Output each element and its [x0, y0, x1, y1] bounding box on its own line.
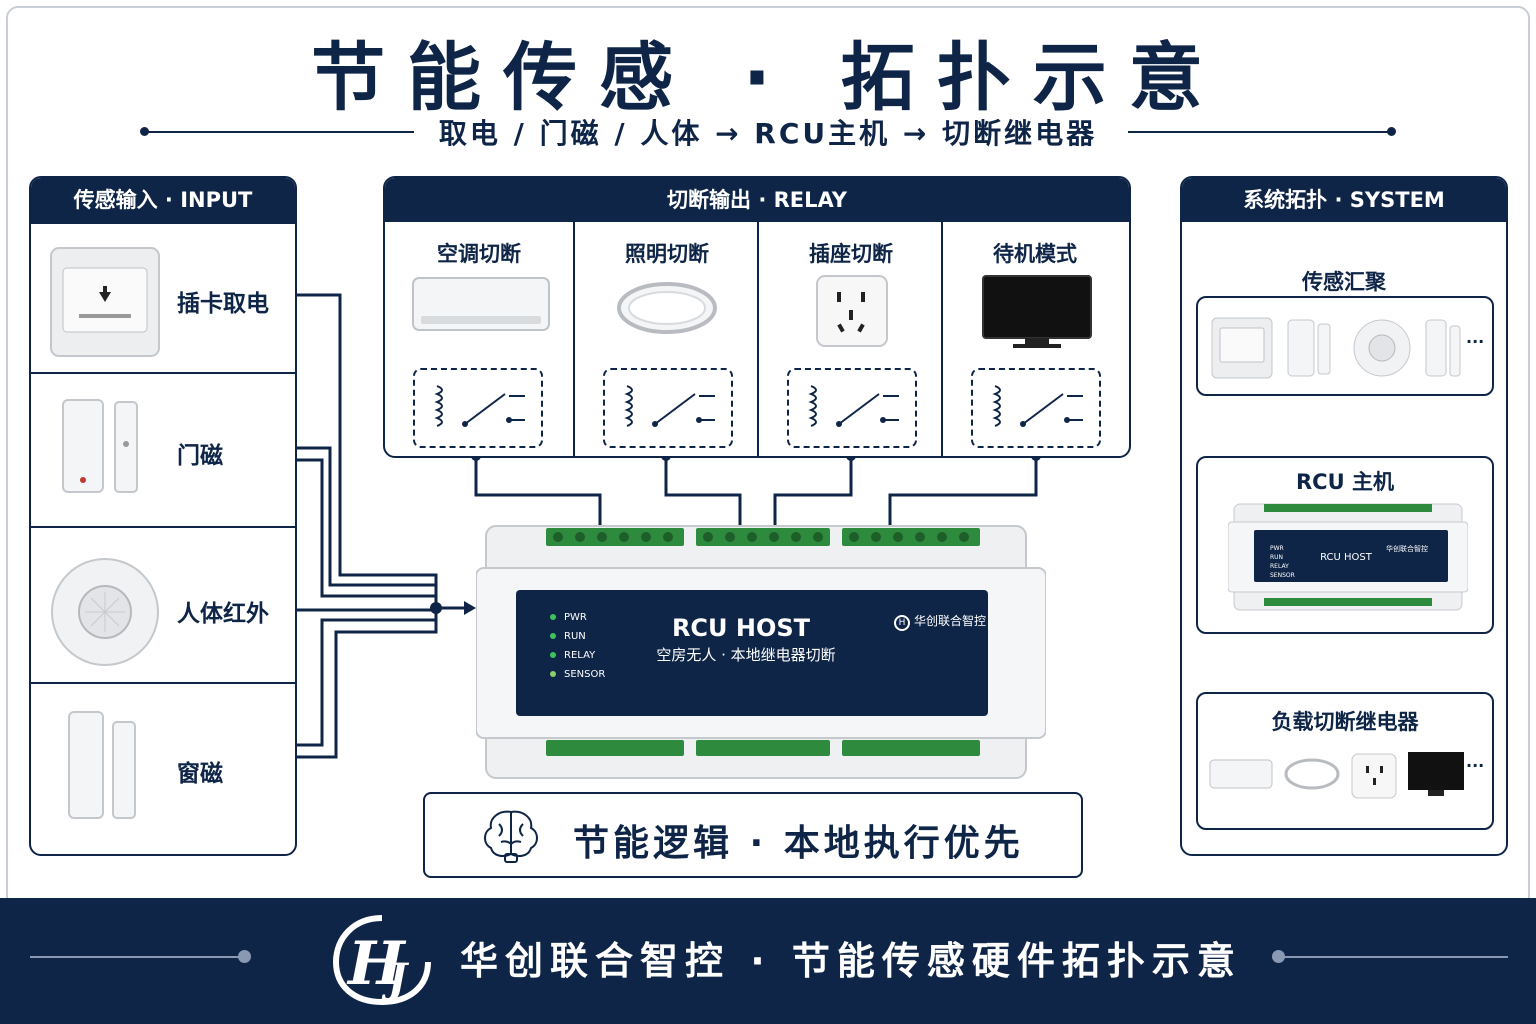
led-run: RUN	[550, 627, 605, 646]
footer-rule-right	[1282, 956, 1508, 958]
ceiling-light-icon	[617, 282, 717, 334]
system-step-label: 负载切断继电器	[1271, 710, 1419, 734]
system-panel-title: 系统拓扑 · SYSTEM	[1182, 178, 1506, 222]
relay-label: 照明切断	[625, 242, 709, 266]
input-item[interactable]: 插卡取电	[31, 222, 295, 372]
subtitle-rule-left	[144, 131, 414, 133]
mini-led-list: PWR RUN RELAY SENSOR	[1270, 545, 1295, 579]
system-step-label: 传感汇聚	[1302, 270, 1386, 294]
brain-icon	[484, 810, 538, 863]
host-title: RCU HOST	[671, 614, 811, 642]
hj-logo-icon: H J	[332, 915, 431, 1006]
footer-dot-right	[1272, 950, 1285, 963]
card-switch-icon	[50, 247, 160, 357]
mini-host-brand: 华创联合智控	[1386, 545, 1428, 553]
pir-sensor-icon	[51, 558, 159, 666]
input-item[interactable]: 窗磁	[31, 682, 295, 854]
window-sensor-icon	[68, 711, 136, 819]
relay-label: 空调切断	[437, 242, 521, 266]
svg-text:H: H	[346, 929, 407, 999]
logic-box: 节能逻辑 · 本地执行优先	[423, 792, 1083, 878]
more-indicator: ···	[1466, 332, 1485, 351]
relay-switch-icon	[971, 368, 1101, 448]
input-panel-title: 传感输入 · INPUT	[31, 178, 295, 222]
led-sensor: SENSOR	[550, 665, 605, 684]
input-item[interactable]: 人体红外	[31, 526, 295, 682]
sensor-aggregate-box: ···	[1196, 296, 1494, 396]
footer-dot-left	[238, 950, 251, 963]
subtitle-dot-left	[140, 127, 149, 136]
input-item[interactable]: 门磁	[31, 372, 295, 526]
rcu-mini-icon	[1228, 503, 1468, 611]
led-relay: RELAY	[550, 646, 605, 665]
door-sensor-icon	[62, 399, 138, 493]
relay-switch-icon	[787, 368, 917, 448]
relay-divider	[757, 222, 759, 456]
rcu-host-box: RCU 主机 PWR RUN RELAY SENSOR RCU HOST 华创联…	[1196, 456, 1494, 634]
sensor-group-icon	[1211, 317, 1461, 379]
relay-switch-icon	[413, 368, 543, 448]
more-indicator: ···	[1466, 756, 1485, 775]
page-title: 节能传感 · 拓扑示意	[311, 35, 1225, 121]
brand-logo-icon: H	[894, 615, 910, 631]
relay-divider	[941, 222, 943, 456]
relay-divider	[573, 222, 575, 456]
socket-icon	[816, 275, 888, 347]
system-panel: 系统拓扑 · SYSTEM 传感汇聚 ··· RCU 主机 PWR RUN RE…	[1180, 176, 1508, 856]
junction-dot	[430, 602, 442, 614]
led-pwr: PWR	[550, 608, 605, 627]
input-panel: 传感输入 · INPUT 插卡取电 门磁 人体红外 窗磁	[29, 176, 297, 856]
system-step-label: RCU 主机	[1296, 470, 1394, 494]
logic-text: 节能逻辑 · 本地执行优先	[573, 823, 1024, 864]
input-label: 人体红外	[177, 601, 269, 627]
footer-rule-left	[30, 956, 244, 958]
relay-switch-icon	[603, 368, 733, 448]
footer-text: 华创联合智控 · 节能传感硬件拓扑示意	[460, 939, 1242, 983]
footer-bar: H J 华创联合智控 · 节能传感硬件拓扑示意	[0, 898, 1536, 1024]
load-relay-box: 负载切断继电器 ···	[1196, 692, 1494, 830]
page-subtitle: 取电 / 门磁 / 人体 → RCU主机 → 切断继电器	[438, 117, 1098, 150]
input-label: 插卡取电	[177, 291, 269, 317]
rcu-host-device: PWR RUN RELAY SENSOR RCU HOST 空房无人 · 本地继…	[476, 522, 1046, 782]
relay-label: 插座切断	[809, 242, 893, 266]
relay-label: 待机模式	[993, 242, 1077, 266]
subtitle-row: 取电 / 门磁 / 人体 → RCU主机 → 切断继电器	[0, 112, 1536, 152]
input-label: 窗磁	[177, 761, 223, 787]
host-subtitle: 空房无人 · 本地继电器切断	[656, 646, 836, 664]
subtitle-dot-right	[1387, 127, 1396, 136]
subtitle-rule-right	[1128, 131, 1392, 133]
relay-panel: 切断输出 · RELAY 空调切断 照明切断 插座切断 待机模式	[383, 176, 1131, 458]
tv-icon	[982, 275, 1092, 348]
relay-panel-title: 切断输出 · RELAY	[385, 178, 1129, 222]
input-label: 门磁	[177, 443, 223, 469]
load-group-icon	[1209, 752, 1464, 799]
air-conditioner-icon	[412, 277, 550, 331]
led-list: PWR RUN RELAY SENSOR	[550, 608, 605, 684]
mini-host-title: RCU HOST	[1320, 552, 1372, 563]
